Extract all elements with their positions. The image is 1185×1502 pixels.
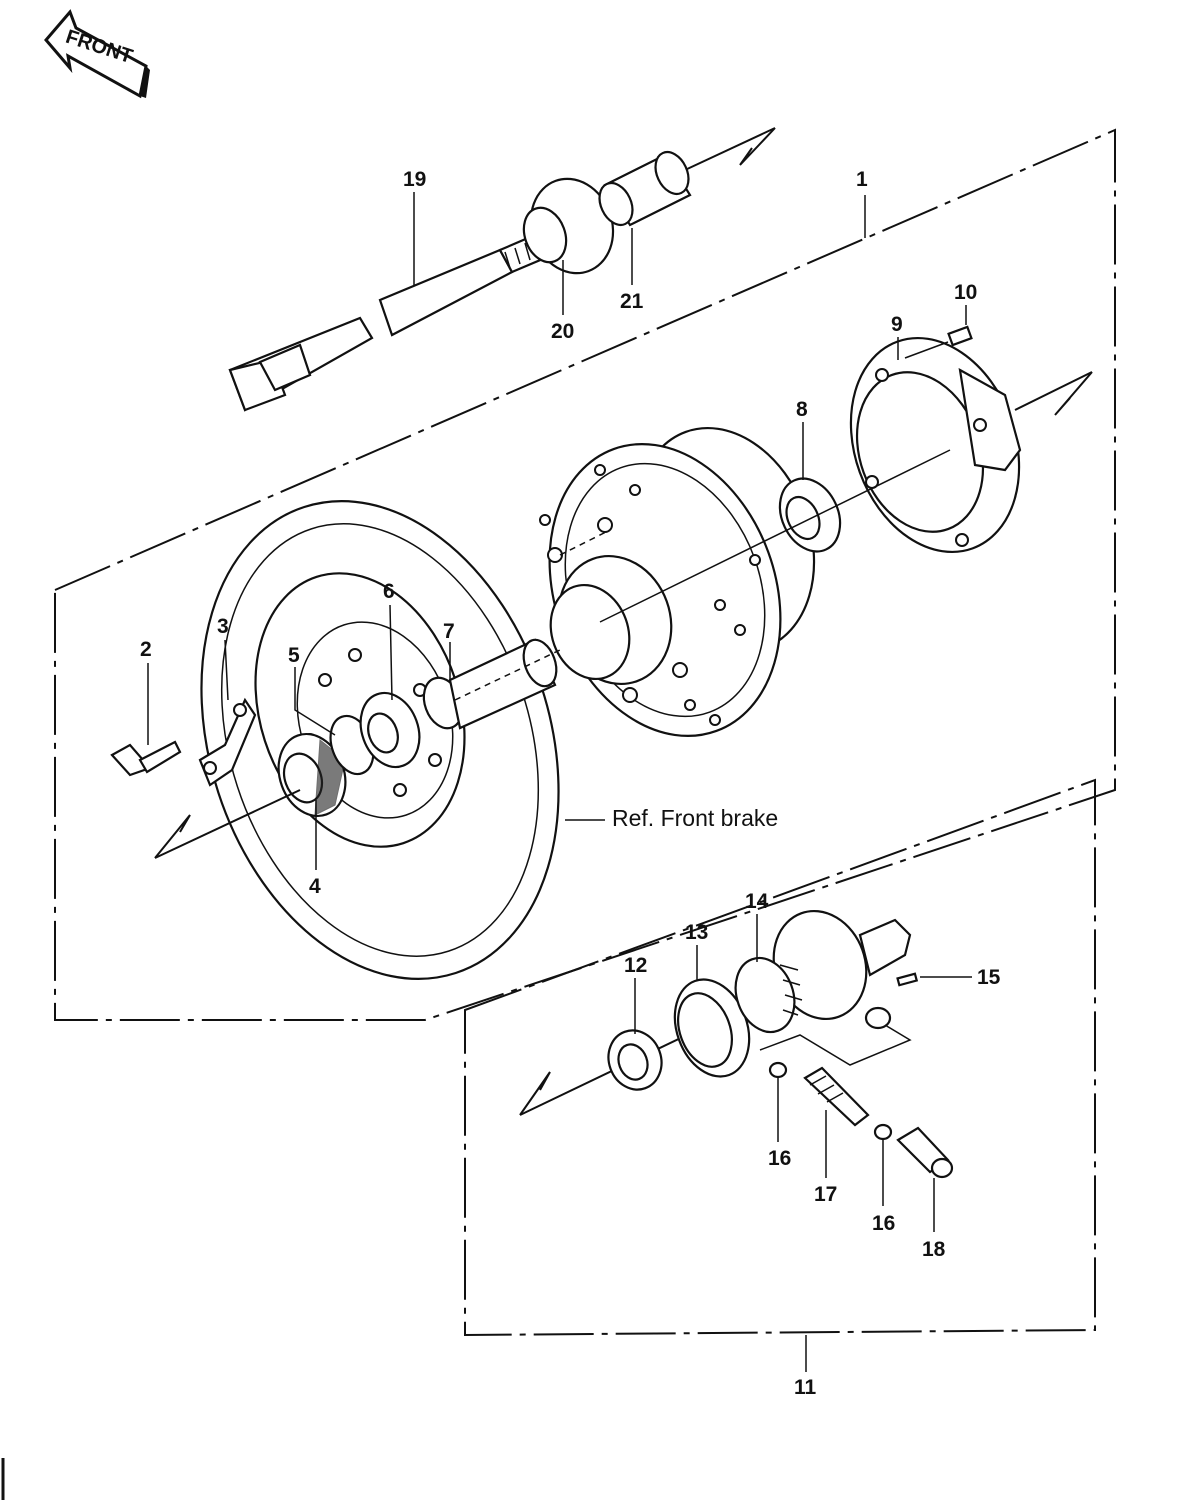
lock-washer [198,697,257,787]
pin [896,972,919,987]
pinion-gear [803,1066,870,1127]
svg-text:18: 18 [922,1238,946,1261]
speedometer-gear [734,956,803,1034]
callout-3: 3 [217,615,229,701]
svg-text:16: 16 [768,1147,791,1170]
hub-bearing-right [778,477,842,553]
svg-text:4: 4 [309,875,321,898]
speedometer-gear-drive [673,978,751,1078]
svg-text:20: 20 [551,320,574,343]
callout-18: 18 [922,1178,946,1261]
callout-8: 8 [796,398,808,480]
callout-19: 19 [403,168,426,285]
callout-21: 21 [620,228,644,313]
washer-a [768,1061,788,1079]
dust-seal [607,1029,663,1091]
distance-collar [154,449,951,859]
svg-text:13: 13 [685,921,708,944]
assembly-boundary-1 [54,128,1116,1021]
svg-text:7: 7 [443,620,455,643]
gear-case-plate [849,336,1093,554]
hub-bearing-left [359,691,421,769]
callout-17: 17 [814,1110,837,1206]
svg-text:19: 19 [403,168,426,191]
spacer [598,150,692,227]
callout-4: 4 [309,800,321,898]
callout-16b: 16 [872,1140,895,1235]
callout-1: 1 [856,168,868,238]
callout-11: 11 [794,1335,817,1399]
wheel-hub [539,426,816,737]
svg-text:10: 10 [954,281,977,304]
callout-13: 13 [685,921,708,980]
svg-text:14: 14 [745,890,769,913]
callout-12: 12 [624,954,647,1034]
svg-text:12: 12 [624,954,647,977]
front-badge: FRONT [44,9,150,99]
callouts: 1 2 3 4 5 6 7 8 [140,168,1001,1399]
svg-text:6: 6 [383,580,395,603]
speedometer-bushing [896,1126,954,1179]
callout-2: 2 [140,638,152,745]
svg-text:3: 3 [217,615,229,638]
front-arrow-icon [44,9,150,99]
washer-b [873,1123,893,1141]
svg-text:16: 16 [872,1212,895,1235]
reference-note-text: Ref. Front brake [612,805,778,831]
svg-text:21: 21 [620,290,644,313]
svg-text:2: 2 [140,638,152,661]
callout-14: 14 [745,890,769,962]
assembly-boundary-11 [464,778,1096,1337]
callout-20: 20 [551,260,574,343]
svg-text:11: 11 [794,1376,817,1399]
callout-9: 9 [891,313,903,360]
axle-collar [522,177,615,275]
callout-7: 7 [443,620,455,680]
callout-16a: 16 [768,1078,791,1170]
callout-6: 6 [383,580,395,701]
svg-text:8: 8 [796,398,808,421]
svg-text:15: 15 [977,966,1001,989]
reference-note: Ref. Front brake [565,805,778,831]
axle-shaft [228,127,776,412]
svg-text:1: 1 [856,168,868,191]
callout-10: 10 [954,281,977,325]
callout-5: 5 [288,644,336,736]
bolt [110,740,182,777]
svg-text:5: 5 [288,644,300,667]
callout-15: 15 [920,966,1001,989]
screw [904,325,973,359]
svg-text:17: 17 [814,1183,837,1206]
svg-text:9: 9 [891,313,903,336]
